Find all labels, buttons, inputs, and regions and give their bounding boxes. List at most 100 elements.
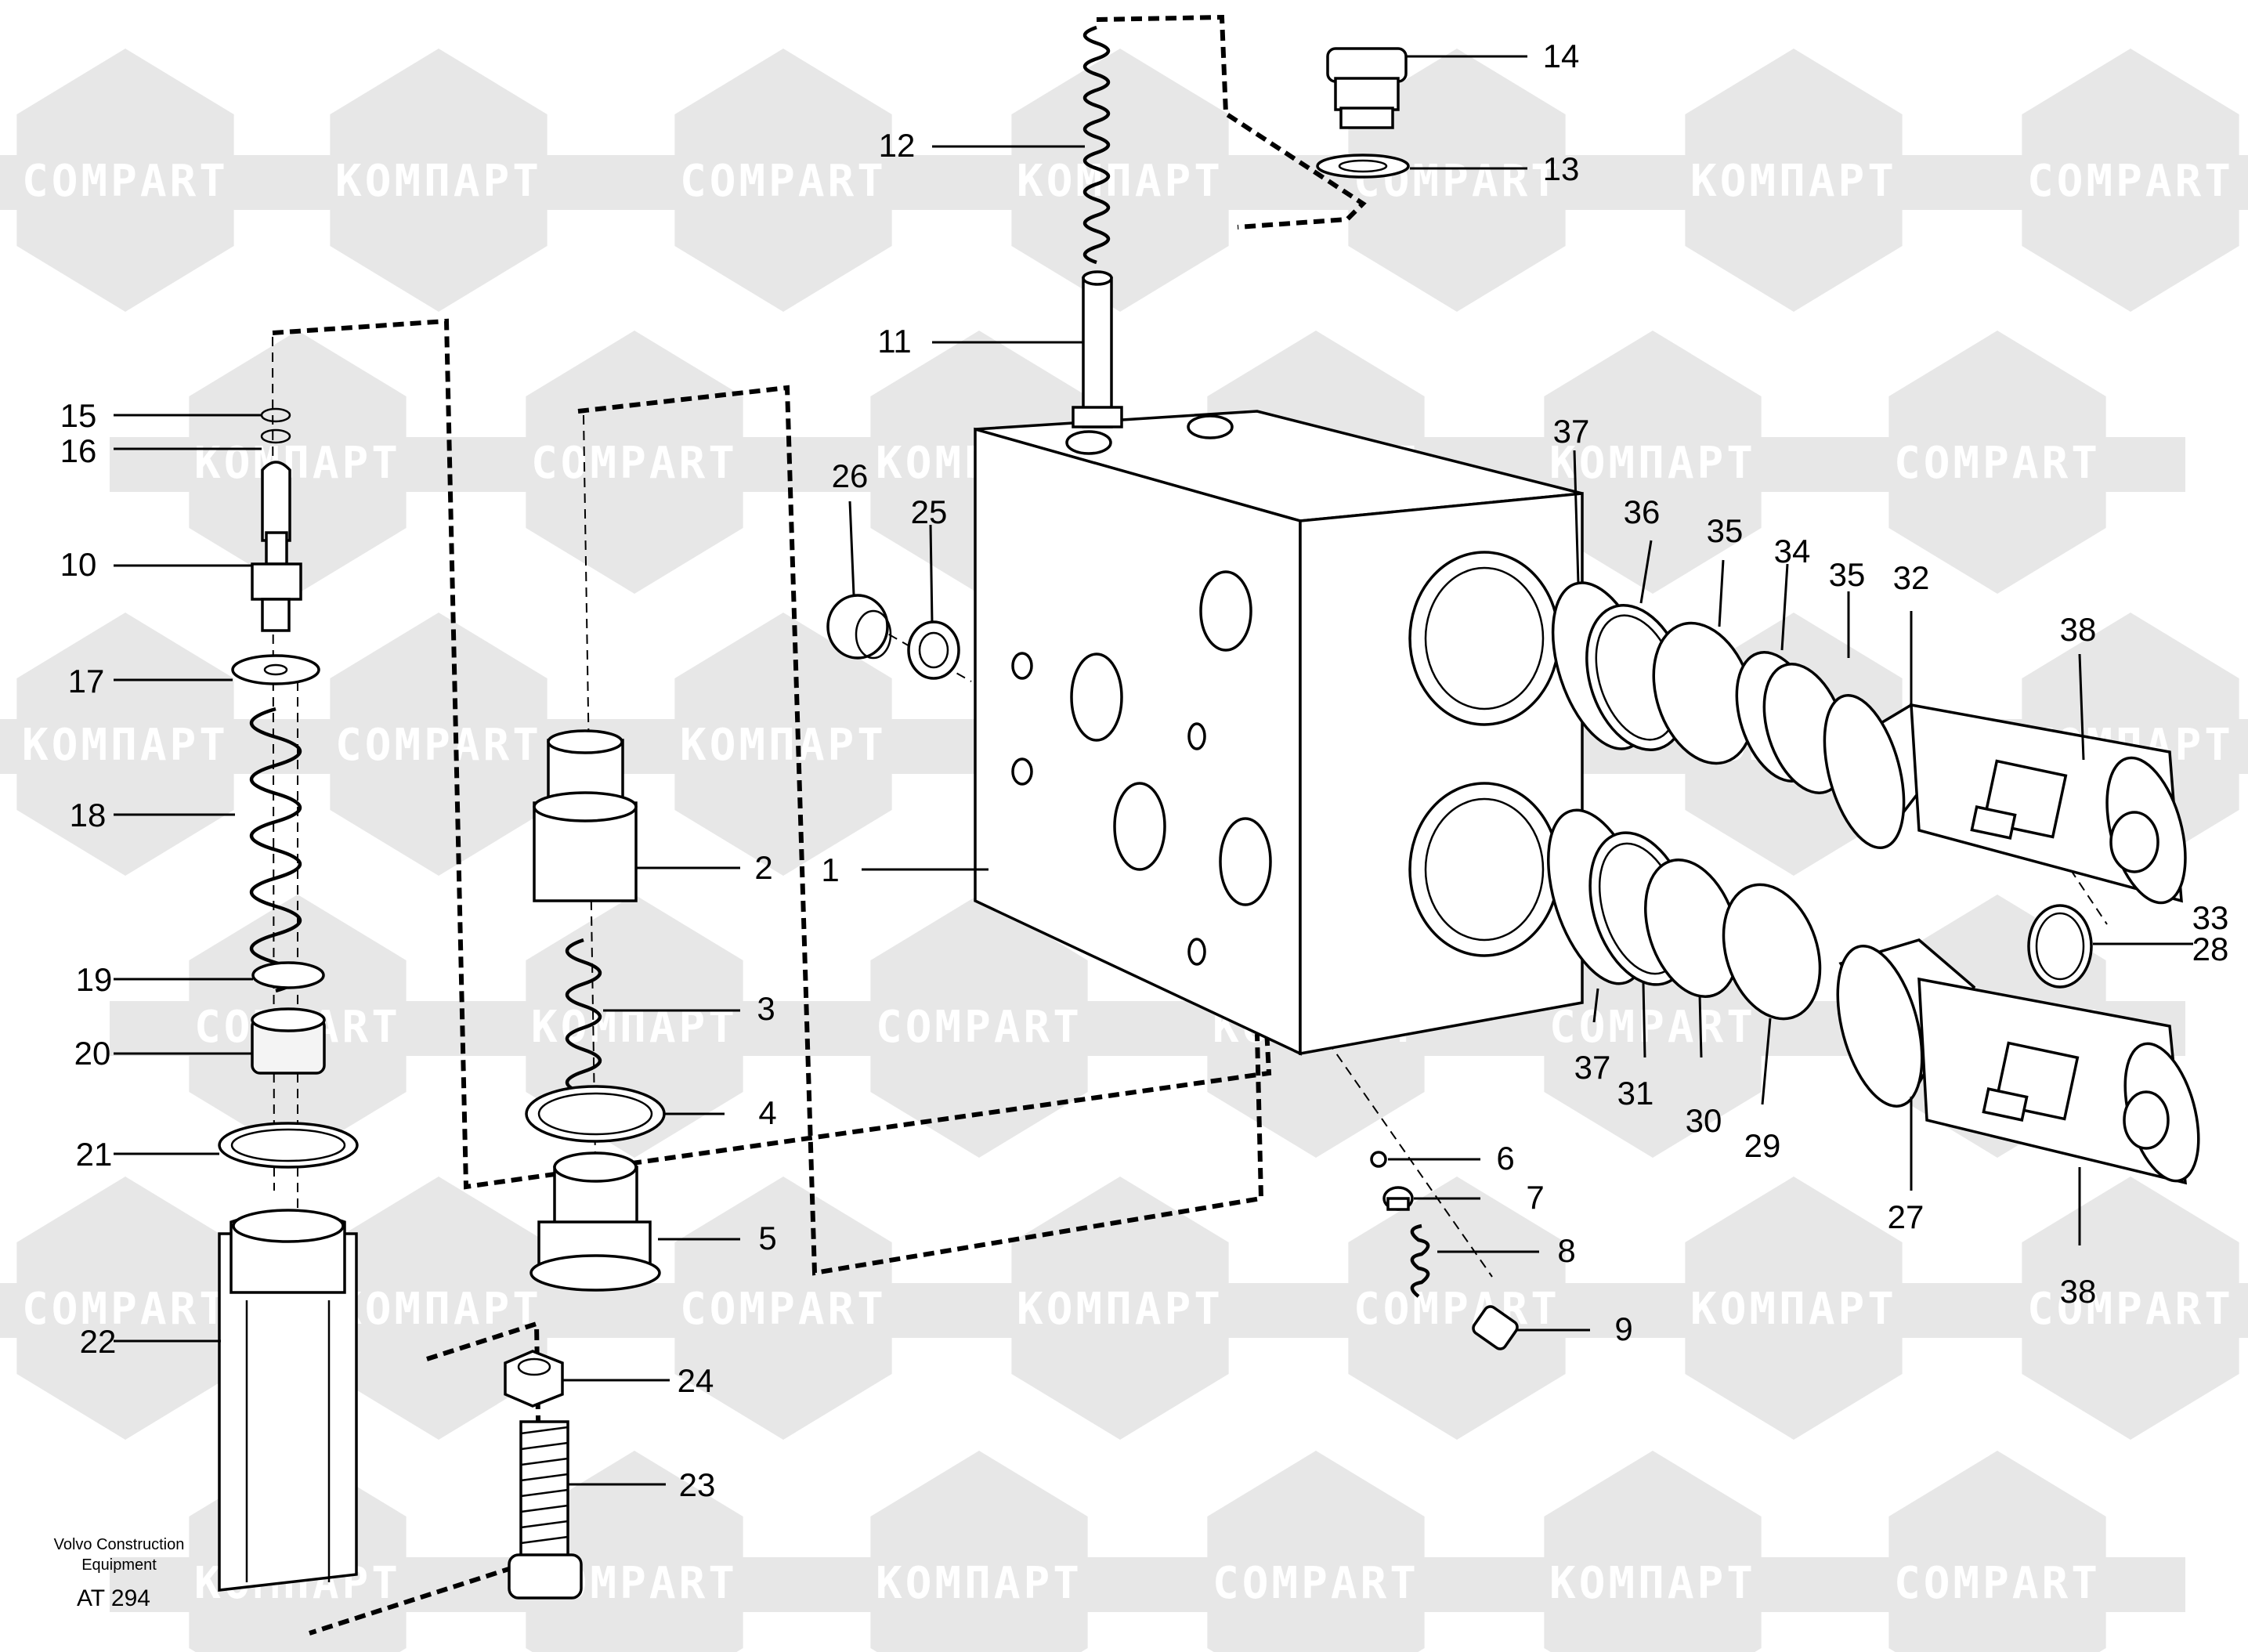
watermark-hexagon-icon xyxy=(1888,1451,2106,1652)
callout-3: 3 xyxy=(757,990,775,1027)
callout-29: 29 xyxy=(1744,1127,1781,1164)
watermark-text: COMPART xyxy=(2027,1284,2234,1335)
callout-27: 27 xyxy=(1888,1198,1925,1235)
screw-9 xyxy=(1472,1305,1519,1350)
o-ring-19 xyxy=(251,961,325,989)
watermark-band xyxy=(1606,155,1982,210)
callout-36: 36 xyxy=(1624,493,1661,530)
bolt-23 xyxy=(508,1420,583,1600)
watermark-text: КОМПАРТ xyxy=(1690,1284,1897,1335)
watermark-text: COMPART xyxy=(1213,1558,1419,1609)
watermark-band xyxy=(595,1283,971,1338)
cap-26 xyxy=(826,594,892,660)
cartridge-27 xyxy=(1836,938,2200,1185)
watermark-band xyxy=(446,437,822,492)
watermark-band xyxy=(1269,1283,1645,1338)
callout-24: 24 xyxy=(678,1362,714,1399)
callout-22: 22 xyxy=(80,1323,117,1360)
callout-2: 2 xyxy=(754,849,772,886)
watermark-text: КОМПАРТ xyxy=(1017,1284,1223,1335)
washer-17 xyxy=(231,654,320,685)
watermark-text: КОМПАРТ xyxy=(1690,156,1897,207)
callout-32: 32 xyxy=(1893,559,1930,596)
watermark-hexagon-icon xyxy=(870,1451,1088,1652)
plug-14 xyxy=(1326,47,1408,129)
o-ring-29 xyxy=(1722,883,1822,1021)
valve-block xyxy=(974,410,1584,1056)
watermark-band xyxy=(1465,1557,1841,1612)
watermark-band xyxy=(1128,1557,1504,1612)
publisher-line-2: Equipment xyxy=(81,1556,157,1574)
piston-2 xyxy=(533,729,638,902)
callout-37-top: 37 xyxy=(1553,413,1590,450)
housing-22 xyxy=(218,1209,358,1592)
callout-16: 16 xyxy=(60,432,97,469)
callout-4: 4 xyxy=(758,1094,776,1131)
watermark-text: COMPART xyxy=(680,156,887,207)
callout-labels: 1 2 3 4 5 6 7 8 9 10 11 12 13 14 15 16 1… xyxy=(60,38,2229,1503)
watermark-text: КОМПАРТ xyxy=(1017,156,1223,207)
leader-lines xyxy=(114,55,2193,1486)
watermark-text: COMPART xyxy=(22,156,229,207)
callout-19: 19 xyxy=(76,961,113,998)
washer-13 xyxy=(1316,154,1410,179)
watermark-text: COMPART xyxy=(1894,438,2101,489)
callout-25: 25 xyxy=(911,493,948,530)
nut-24 xyxy=(504,1350,564,1408)
callout-31: 31 xyxy=(1617,1075,1654,1112)
callout-7: 7 xyxy=(1526,1179,1544,1216)
callout-15: 15 xyxy=(60,397,97,434)
callout-12: 12 xyxy=(879,127,916,164)
spring-12 xyxy=(1082,25,1111,265)
callout-9: 9 xyxy=(1614,1310,1632,1347)
watermark-band xyxy=(595,719,971,774)
sleeve-20 xyxy=(251,1007,326,1075)
watermark-text: COMPART xyxy=(2027,156,2234,207)
valve-cone-10 xyxy=(251,461,302,632)
callout-28: 28 xyxy=(2192,931,2229,967)
watermark-text: COMPART xyxy=(1549,1002,1756,1053)
callout-26: 26 xyxy=(832,457,869,494)
o-ring-21 xyxy=(218,1122,359,1169)
watermark-band xyxy=(1943,1283,2248,1338)
o-ring-33-28 xyxy=(2027,904,2093,989)
watermark-band xyxy=(251,155,627,210)
callout-38-top: 38 xyxy=(2060,611,2097,648)
callout-13: 13 xyxy=(1543,150,1580,187)
watermark-band xyxy=(932,155,1308,210)
watermark-band xyxy=(595,155,971,210)
watermark-band xyxy=(1809,437,2185,492)
watermark-text: COMPART xyxy=(876,1002,1082,1053)
ball-6 xyxy=(1370,1151,1387,1168)
pin-11 xyxy=(1072,270,1123,428)
watermark-band xyxy=(791,1557,1167,1612)
watermark-text: КОМПАРТ xyxy=(1549,1558,1756,1609)
spring-8 xyxy=(1410,1224,1430,1298)
callout-5: 5 xyxy=(758,1220,776,1256)
callout-18: 18 xyxy=(70,797,107,833)
watermark-text: COMPART xyxy=(531,438,738,489)
publisher-footer: Volvo Construction Equipment AT 294 xyxy=(54,1536,185,1611)
callout-35-right: 35 xyxy=(1829,556,1866,593)
watermark-hexagon-icon xyxy=(1544,1451,1762,1652)
watermark-text: КОМПАРТ xyxy=(1549,438,1756,489)
publisher-line-1: Volvo Construction xyxy=(54,1536,185,1553)
callout-6: 6 xyxy=(1496,1140,1514,1177)
callout-14: 14 xyxy=(1543,38,1580,74)
watermark-text: COMPART xyxy=(22,1284,229,1335)
watermark-text: КОМПАРТ xyxy=(680,720,887,771)
figure-code: AT 294 xyxy=(77,1585,150,1611)
seal-16 xyxy=(260,428,291,444)
watermark-band xyxy=(1943,155,2248,210)
o-ring-4 xyxy=(525,1085,666,1143)
spring-18 xyxy=(249,707,302,993)
cartridge-32 xyxy=(1823,693,2187,905)
callout-37-bottom: 37 xyxy=(1574,1049,1611,1086)
watermark-text: КОМПАРТ xyxy=(335,156,542,207)
watermark-text: COMPART xyxy=(1353,1284,1560,1335)
spring-3 xyxy=(566,938,602,1096)
callout-1: 1 xyxy=(821,851,839,888)
callout-10: 10 xyxy=(60,546,97,583)
watermark-text: COMPART xyxy=(1894,1558,2101,1609)
